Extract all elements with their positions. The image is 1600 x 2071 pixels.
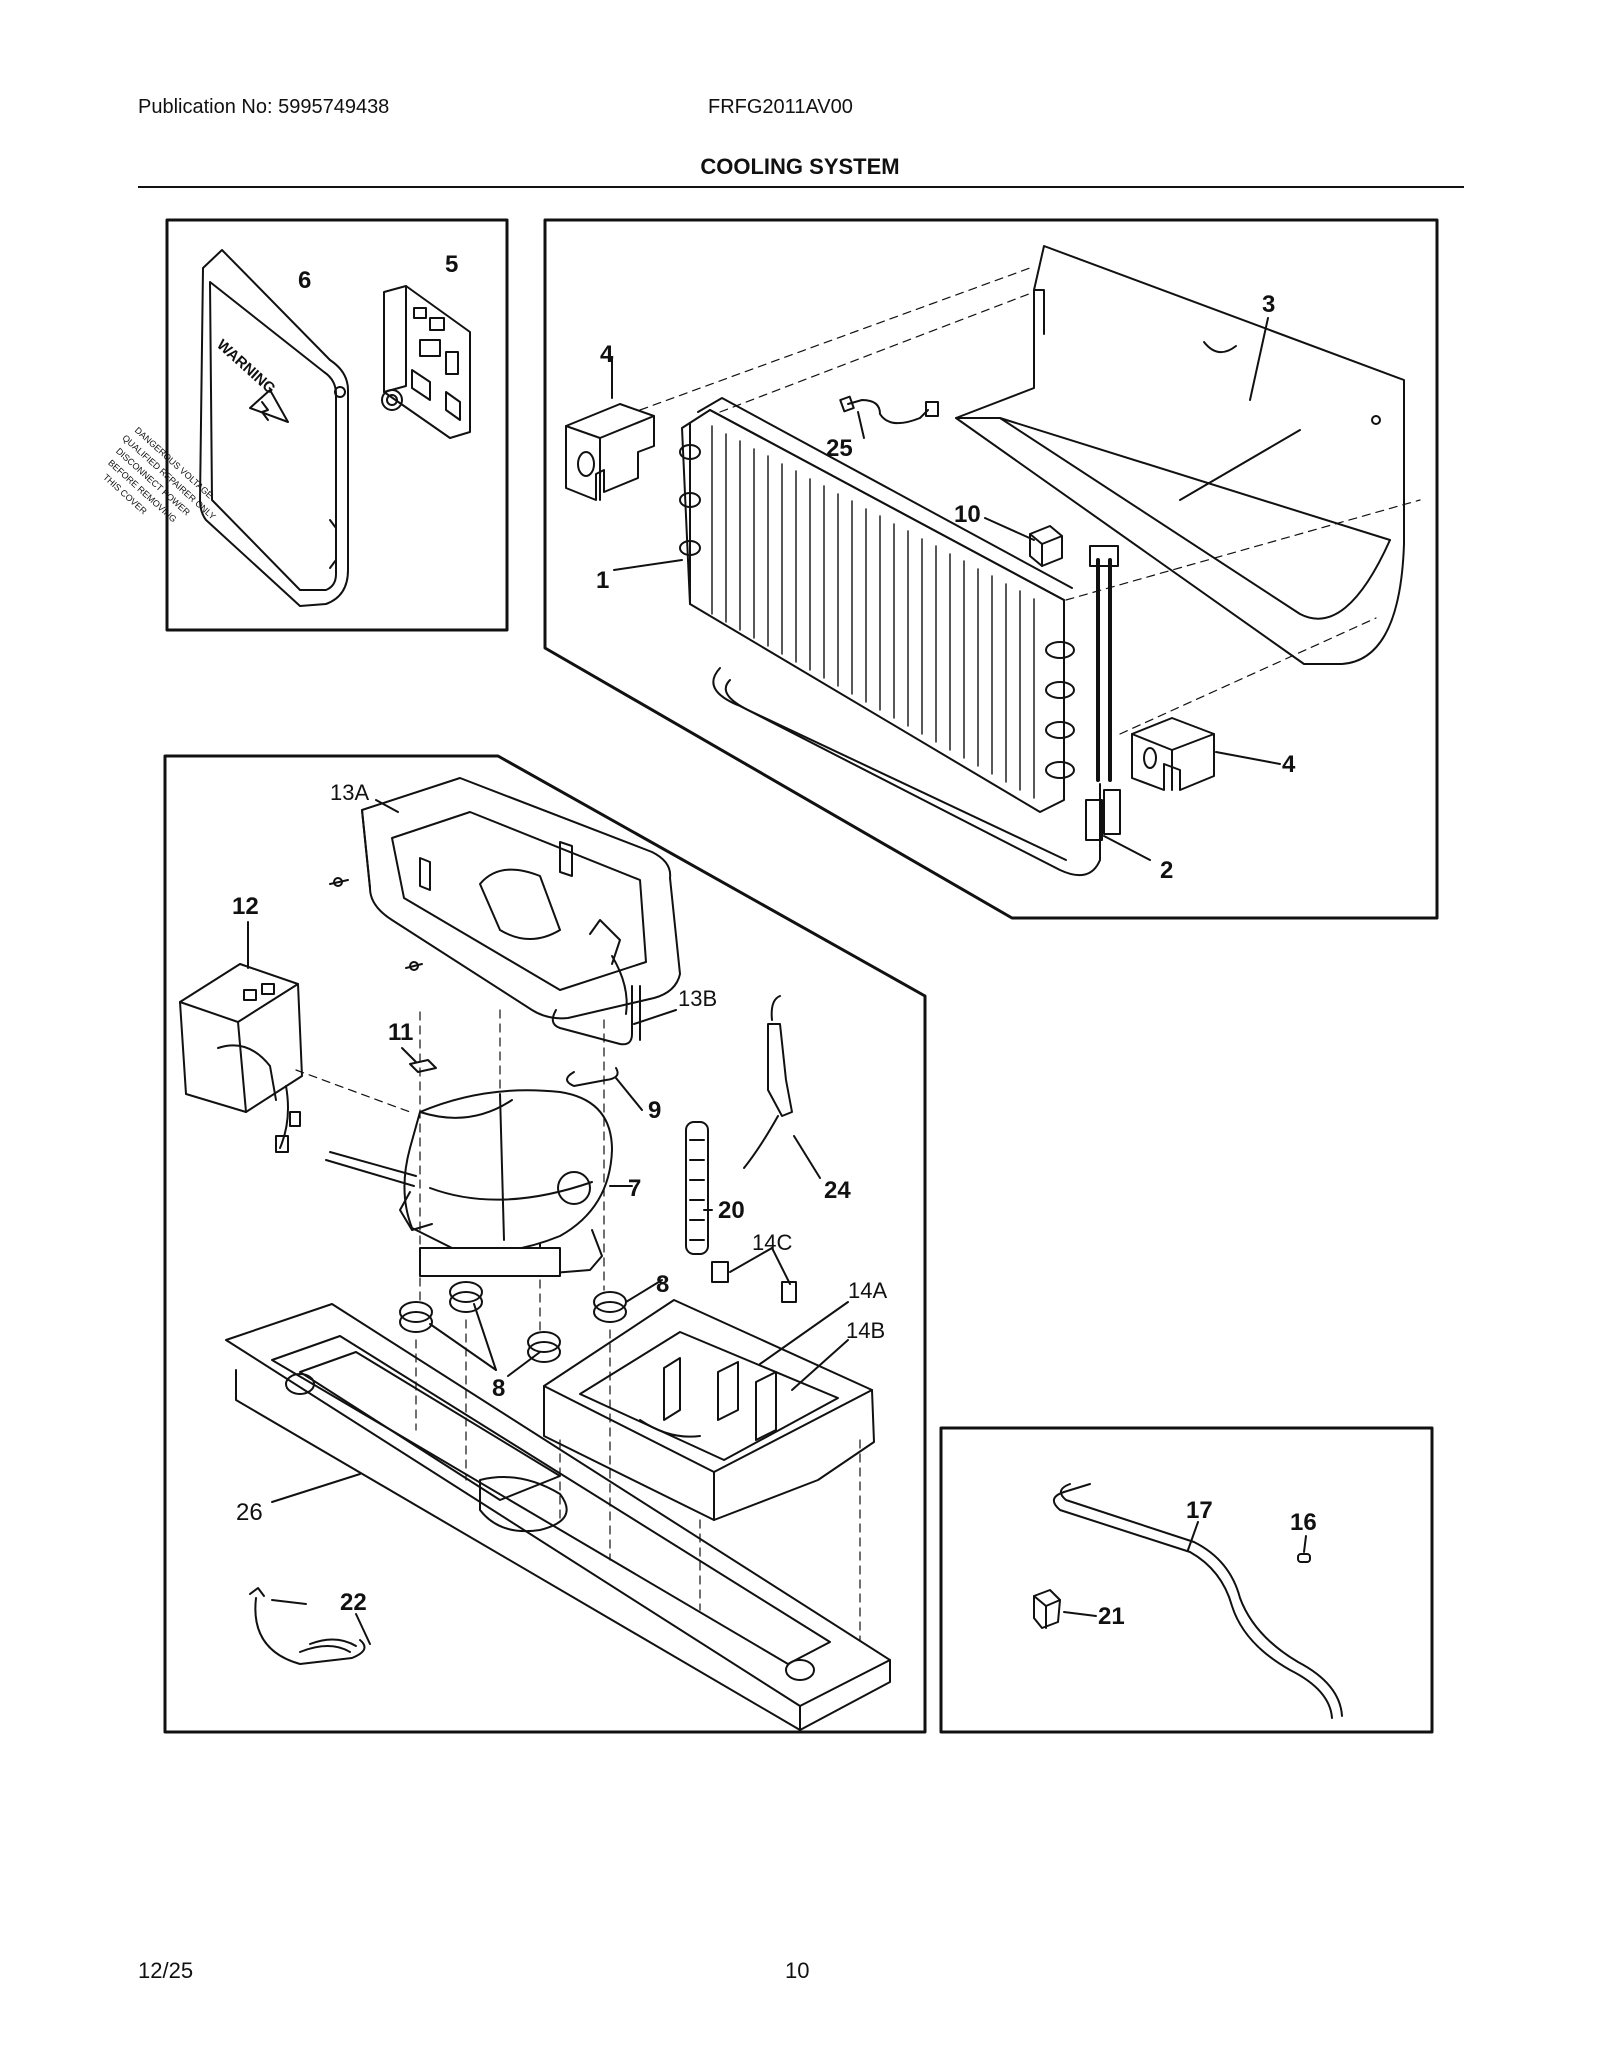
part-5-control-board [381, 285, 471, 439]
callout-4-lower: 4 [1282, 751, 1296, 778]
callout-3: 3 [1262, 291, 1275, 318]
screws [329, 877, 423, 971]
part-17-condenser-loop [1053, 1483, 1343, 1719]
part-13a-drain-pan [361, 777, 681, 1020]
callout-7: 7 [628, 1175, 641, 1202]
panel-evaporator [543, 218, 1439, 920]
panel-machine-compartment [163, 754, 927, 1734]
publication-number: Publication No: 5995749438 [138, 96, 390, 118]
callout-4-upper: 4 [600, 341, 614, 368]
header-rule [138, 186, 1464, 188]
part-14a-electrical-box [543, 1299, 875, 1521]
callout-16: 16 [1290, 1509, 1317, 1536]
callout-8-upper: 8 [656, 1271, 669, 1298]
part-16-plug [1297, 1553, 1311, 1563]
panel-control-box [165, 218, 509, 632]
part-22-heater-wire [249, 1587, 366, 1665]
callout-11: 11 [388, 1019, 413, 1046]
callout-26: 26 [236, 1499, 263, 1526]
callout-22: 22 [340, 1589, 367, 1616]
part-9-bracket [566, 1067, 619, 1087]
callout-2: 2 [1160, 857, 1173, 884]
part-12-relay-box [179, 963, 303, 1153]
part-21-valve [1033, 1589, 1061, 1629]
part-3-evaporator-cover [955, 245, 1405, 665]
leader-25 [857, 411, 865, 439]
part-2-defrost-heater [712, 545, 1121, 877]
callout-17: 17 [1186, 1497, 1213, 1524]
model-number: FRFG2011AV00 [708, 96, 853, 118]
part-25-sensor [839, 395, 939, 425]
part-6-control-cover [199, 249, 349, 607]
part-20-wire-sleeve [685, 1121, 709, 1255]
part-8-grommets [399, 1281, 627, 1363]
callout-21: 21 [1098, 1603, 1125, 1630]
callout-10: 10 [954, 501, 981, 528]
callout-1: 1 [596, 567, 609, 594]
callout-9: 9 [648, 1097, 661, 1124]
callout-14b: 14B [846, 1318, 885, 1343]
callout-14c: 14C [752, 1230, 792, 1255]
footer-page-number: 10 [785, 1958, 810, 1983]
part-4-mounting-block-upper [565, 403, 655, 501]
footer-date: 12/25 [138, 1958, 194, 1983]
part-1-evaporator [679, 397, 1075, 813]
callout-25: 25 [826, 435, 853, 462]
callout-20: 20 [718, 1197, 745, 1224]
page-title: COOLING SYSTEM [700, 154, 900, 179]
callout-13b: 13B [678, 986, 717, 1011]
part-14c-connectors [711, 1261, 797, 1303]
part-7-compressor [325, 1089, 613, 1277]
part-4-mounting-block-lower [1131, 717, 1215, 791]
callout-8-lower: 8 [492, 1375, 505, 1402]
callout-14a: 14A [848, 1278, 887, 1303]
part-11-clip [409, 1059, 437, 1073]
callout-5: 5 [445, 251, 458, 278]
callout-13a: 13A [330, 780, 369, 805]
callout-12: 12 [232, 893, 259, 920]
part-24-capacitor [743, 995, 793, 1169]
callout-24: 24 [824, 1177, 851, 1204]
callout-6: 6 [298, 267, 311, 294]
part-13b-tube [551, 985, 641, 1046]
panel-tubing [939, 1426, 1434, 1734]
part-10-thermostat [1029, 525, 1063, 567]
